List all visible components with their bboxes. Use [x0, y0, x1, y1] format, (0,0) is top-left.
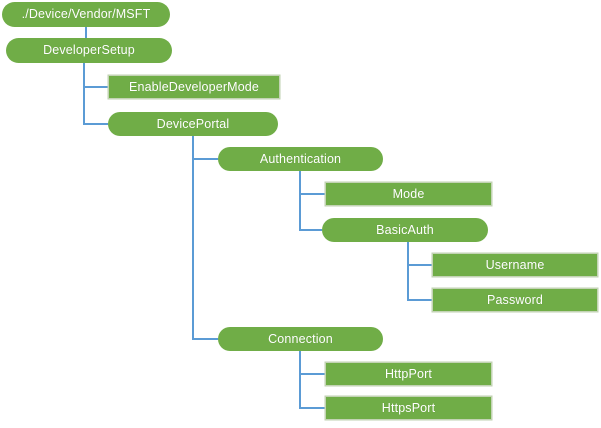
- tree-node-label: EnableDeveloperMode: [128, 79, 260, 94]
- tree-node-httpport[interactable]: HttpPort: [325, 362, 492, 386]
- connector-developersetup-to-deviceportal: [83, 63, 108, 125]
- tree-node-authentication[interactable]: Authentication: [218, 147, 383, 171]
- tree-node-label: ./Device/Vendor/MSFT: [21, 7, 151, 22]
- tree-node-label: Username: [485, 257, 545, 272]
- connector-connection-to-httpport: [299, 351, 325, 375]
- tree-node-enabledevelopermode[interactable]: EnableDeveloperMode: [108, 75, 280, 99]
- tree-node-label: DeveloperSetup: [43, 43, 135, 58]
- tree-node-label: BasicAuth: [376, 222, 434, 237]
- tree-node-label: HttpsPort: [381, 400, 436, 415]
- connector-deviceportal-to-connection: [192, 136, 218, 340]
- connector-authentication-to-basicauth: [299, 171, 322, 231]
- connector-basicauth-to-username: [407, 242, 432, 266]
- tree-node-label: HttpPort: [384, 366, 433, 381]
- tree-node-deviceportal[interactable]: DevicePortal: [108, 112, 278, 136]
- connector-developersetup-to-enabledevelopermode: [83, 63, 108, 88]
- tree-node-developersetup[interactable]: DeveloperSetup: [6, 38, 172, 63]
- tree-node-httpsport[interactable]: HttpsPort: [325, 396, 492, 420]
- tree-node-label: DevicePortal: [156, 116, 230, 131]
- tree-node-label: Connection: [268, 331, 333, 346]
- connector-basicauth-to-password: [407, 242, 432, 301]
- tree-node-mode[interactable]: Mode: [325, 182, 492, 206]
- tree-node-label: Mode: [392, 186, 425, 201]
- connector-connection-to-httpsport: [299, 351, 325, 409]
- connector-authentication-to-mode: [299, 171, 325, 195]
- connector-deviceportal-to-authentication: [192, 136, 218, 160]
- tree-node-root[interactable]: ./Device/Vendor/MSFT: [2, 2, 170, 27]
- tree-node-password[interactable]: Password: [432, 288, 598, 312]
- tree-node-username[interactable]: Username: [432, 253, 598, 277]
- tree-node-label: Password: [486, 292, 544, 307]
- tree-node-basicauth[interactable]: BasicAuth: [322, 218, 488, 242]
- tree-node-connection[interactable]: Connection: [218, 327, 383, 351]
- tree-node-label: Authentication: [259, 151, 342, 166]
